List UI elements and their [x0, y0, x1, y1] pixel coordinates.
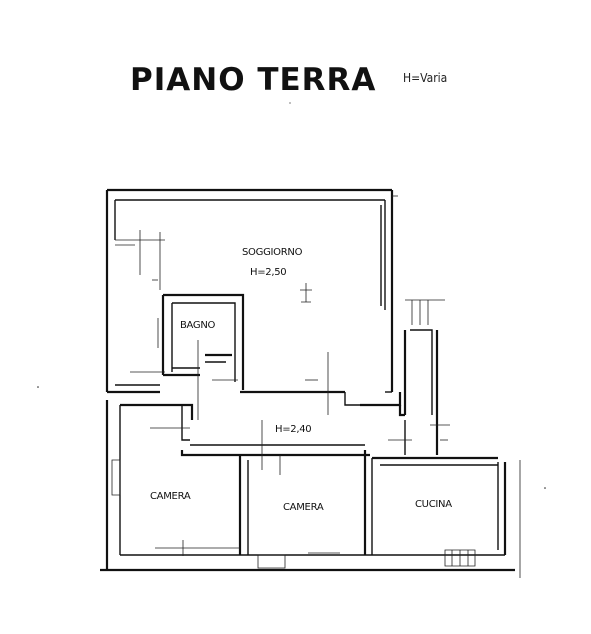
- room-height-corridoio: H=2,40: [275, 424, 311, 435]
- soggiorno-walls: [107, 230, 402, 415]
- room-label-camera-1: CAMERA: [150, 491, 191, 502]
- bagno-walls: [130, 293, 245, 420]
- camera-2-walls: [257, 450, 373, 569]
- outer-walls: [100, 188, 515, 572]
- room-label-camera-2: CAMERA: [283, 502, 324, 513]
- room-label-bagno: BAGNO: [180, 320, 216, 331]
- page-subtitle: H=Varia: [403, 71, 447, 85]
- page-title: PIANO TERRA: [130, 62, 376, 98]
- corridoio-walls: [120, 299, 450, 475]
- cucina-walls: [372, 456, 521, 578]
- room-label-cucina: CUCINA: [415, 499, 452, 510]
- room-height-soggiorno: H=2,50: [250, 267, 286, 278]
- room-label-soggiorno: SOGGIORNO: [242, 247, 303, 258]
- camera-1-walls: [111, 455, 249, 556]
